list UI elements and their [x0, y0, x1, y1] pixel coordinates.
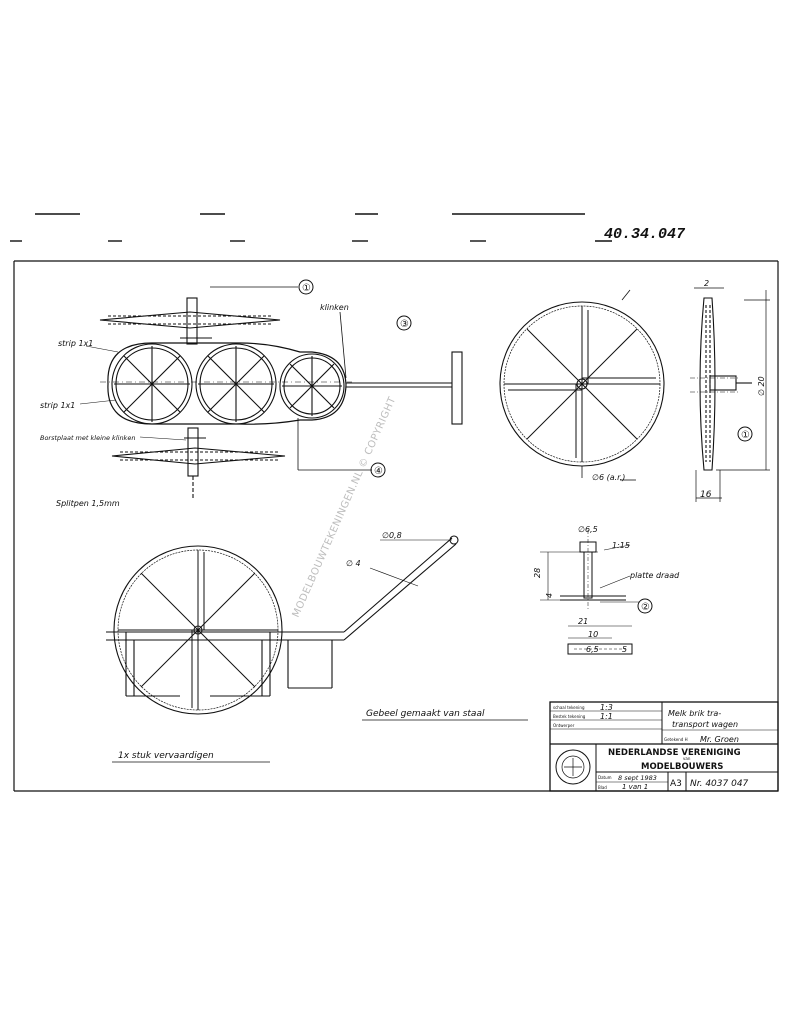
dim-top-width: 2	[704, 279, 709, 288]
top-view	[79, 286, 463, 500]
dim-handle-b: ∅ 4	[346, 559, 361, 568]
dim-6-5: 6,5	[586, 645, 599, 654]
note-wheel-count: 1x stuk vervaardigen	[118, 751, 214, 761]
dim-handle-a: ∅0,8	[382, 531, 402, 540]
label-strip-1: strip 1x1	[58, 339, 93, 348]
label-klinken: klinken	[320, 303, 349, 312]
dim-rim: ∅6 (a.r.)	[592, 473, 625, 482]
tb-title-line1: Melk brik tra-	[668, 709, 721, 718]
tb-value-blad: 1 van 1	[622, 783, 648, 791]
upper-axle	[99, 297, 281, 345]
tb-label-datum: Datum	[598, 775, 612, 780]
part-marker-3: ③	[400, 319, 409, 330]
tb-label-ontwerp: Ontwerper	[553, 723, 575, 728]
dim-4: 4	[545, 593, 554, 598]
tb-value-datum: 8 sept 1983	[618, 774, 657, 782]
dim-1-15: 1:15	[612, 541, 630, 550]
wheel-front-view	[499, 289, 665, 481]
dim-28: 28	[533, 568, 542, 578]
tb-label-bestek: Bestek tekening	[553, 714, 586, 719]
chain-wheel-2	[195, 343, 277, 425]
note-fork: Gebeel gemaakt van staal	[366, 709, 485, 719]
tb-label-schaal: schaal tekening	[553, 705, 585, 710]
chain-wheel-1	[111, 343, 193, 425]
tb-value-bestek: 1:1	[600, 712, 613, 721]
axle-detail	[540, 530, 640, 655]
part-markers	[298, 279, 753, 614]
dim-wheel-height: ∅ 20	[757, 376, 766, 396]
part-marker-1: ①	[302, 283, 311, 294]
side-view	[106, 535, 459, 715]
dim-5: 5	[622, 645, 627, 654]
header-marks	[10, 213, 612, 242]
dim-hub-width: 16	[700, 490, 712, 500]
label-splitpen: Splitpen 1,5mm	[56, 499, 120, 508]
wheel-side-profile	[690, 287, 770, 502]
tb-label-blad: Blad	[598, 785, 607, 790]
lower-axle	[111, 427, 286, 500]
label-strip-2: strip 1x1	[40, 401, 75, 410]
dim-10: 10	[588, 630, 598, 639]
tb-society-line1: NEDERLANDSE VERENIGING	[608, 748, 741, 758]
chain-wheel-3	[279, 353, 345, 419]
part-marker-4: ④	[374, 466, 383, 477]
tb-title-line2: transport wagen	[672, 720, 738, 729]
tb-format: A3	[670, 779, 682, 789]
dim-solder-note: platte draad	[629, 571, 680, 580]
part-marker-1-side: ①	[741, 430, 750, 441]
watermark: MODELBOUWTEKENINGEN.NL © COPYRIGHT	[291, 395, 399, 619]
part-marker-2: ②	[641, 602, 650, 613]
tb-value-getekend: Mr. Groen	[700, 735, 739, 744]
tb-label-getekend: Getekend H	[664, 737, 688, 742]
title-block	[549, 701, 779, 792]
dim-21: 21	[578, 617, 588, 626]
dim-axle-diam: ∅6,5	[578, 525, 598, 534]
tb-society-line3: MODELBOUWERS	[641, 762, 723, 772]
tb-number: Nr. 4037 047	[690, 779, 749, 789]
label-borstplaat: Borstplaat met kleine klinken	[40, 434, 135, 442]
tb-value-schaal: 1:3	[600, 703, 613, 712]
drawing-number-top: 40.34.047	[604, 226, 686, 243]
tb-society-line2: van	[683, 756, 691, 761]
